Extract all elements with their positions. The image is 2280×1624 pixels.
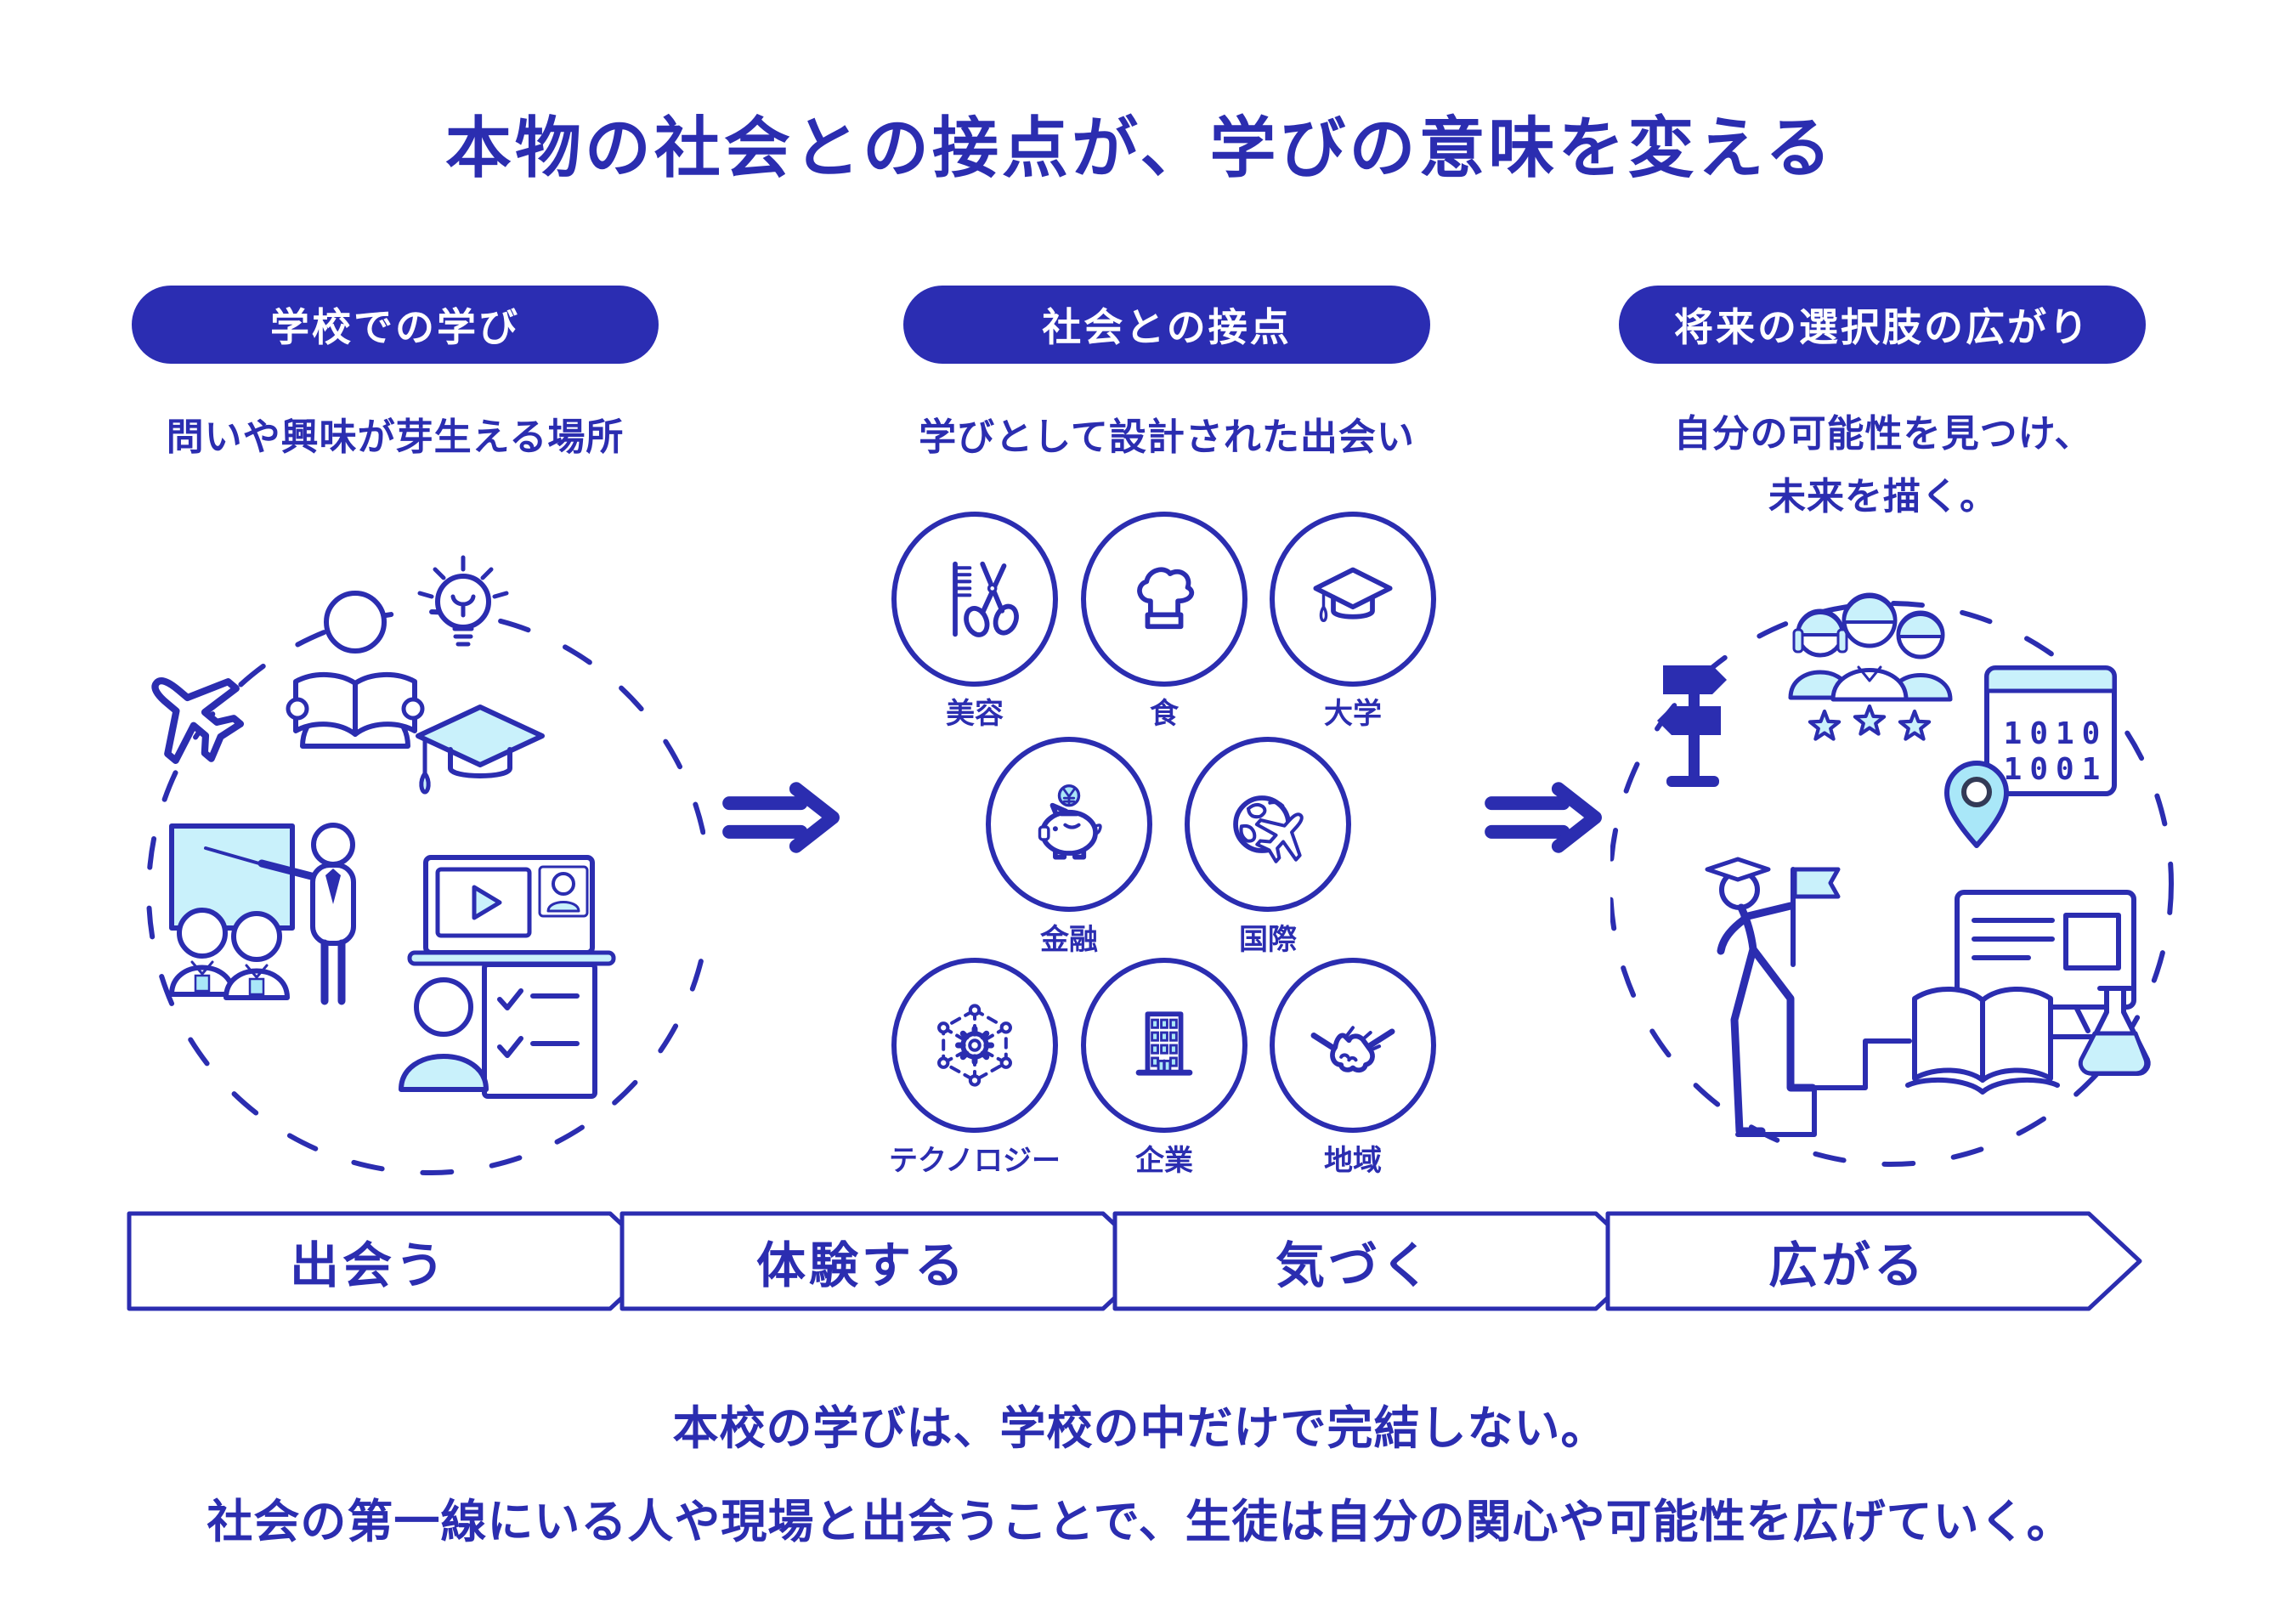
piggy-bank-icon	[986, 737, 1152, 912]
step-banner-notice: 気づく	[1112, 1210, 1655, 1312]
dashed-circle	[146, 609, 705, 1175]
pill-school-learning-label: 学校での学び	[270, 305, 520, 349]
graduation-cap-icon	[416, 704, 545, 795]
footer-line1: 本校の学びは、学校の中だけで完結しない。	[672, 1403, 1608, 1454]
subtitle-future-line1: 自分の可能性を見つけ、	[1673, 413, 2093, 455]
school-learning-illustration	[146, 555, 705, 1175]
step-banner-expand: 広がる	[1604, 1210, 2148, 1312]
touchpoint-label-food: 食	[1150, 698, 1179, 730]
double-arrow-icon	[1485, 782, 1602, 853]
pill-future-options: 将来の選択肢の広がり	[1619, 286, 2146, 364]
dashed-circle	[1610, 601, 2174, 1167]
step-banner-meet: 出会う	[126, 1210, 670, 1312]
lightbulb-icon	[417, 555, 509, 647]
touchpoint-label-region: 地域	[1324, 1145, 1382, 1177]
step-label: 体験する	[755, 1238, 967, 1293]
step-label: 気づく	[1275, 1238, 1434, 1293]
binary-line1: 1010	[2004, 716, 2108, 751]
footer-line2: 社会の第一線にいる人や現場と出会うことで、生徒は自分の関心や可能性を広げていく。	[207, 1497, 2073, 1548]
step-banner-experience: 体験する	[619, 1210, 1163, 1312]
reading-person-icon	[286, 591, 425, 749]
office-building-icon	[1081, 958, 1247, 1133]
flask-icon	[2078, 986, 2151, 1076]
touchpoint-label-technology: テクノロジー	[889, 1145, 1061, 1177]
comb-scissors-icon	[891, 512, 1058, 687]
touchpoint-label-beauty: 美容	[946, 698, 1004, 730]
people-group-icon	[1788, 592, 1953, 741]
airplane-icon	[151, 677, 245, 764]
subtitle-society: 学びとして設計された出会い	[919, 416, 1415, 458]
students-icon	[169, 908, 290, 1000]
step-label: 出会う	[289, 1238, 448, 1293]
pill-society-touchpoint-label: 社会との接点	[1042, 305, 1292, 349]
pill-future-options-label: 将来の選択肢の広がり	[1674, 305, 2090, 349]
binary-line2: 1001	[2004, 752, 2108, 787]
handshake-icon	[1270, 958, 1436, 1133]
globe-airplane-icon	[1185, 737, 1351, 912]
double-arrow-icon	[722, 782, 840, 853]
signpost-icon	[1657, 665, 1727, 787]
pill-society-touchpoint: 社会との接点	[903, 286, 1430, 364]
online-learning-icon	[407, 855, 616, 966]
future-options-illustration: 1010 1001	[1610, 592, 2174, 1167]
graduation-cap-icon	[1270, 512, 1436, 687]
touchpoint-label-finance: 金融	[1040, 924, 1098, 956]
pill-school-learning: 学校での学び	[132, 286, 659, 364]
touchpoint-label-university: 大学	[1324, 698, 1382, 730]
chef-hat-icon	[1081, 512, 1247, 687]
touchpoint-label-company: 企業	[1135, 1145, 1193, 1177]
location-pin-icon	[1944, 761, 2009, 848]
subtitle-school: 問いや興味が芽生える場所	[166, 416, 625, 458]
checklist-person-icon	[399, 962, 597, 1099]
touchpoint-label-international: 国際	[1239, 924, 1297, 956]
network-gear-icon	[891, 958, 1058, 1133]
star-icon	[1808, 704, 1932, 741]
step-label: 広がる	[1768, 1238, 1926, 1293]
page-title: 本物の社会との接点が、学びの意味を変える	[444, 110, 1836, 185]
binary-screen-icon: 1010 1001	[1984, 665, 2117, 796]
stairs-climbing-person-icon	[1705, 857, 1912, 1137]
monitor-icon	[1955, 890, 2136, 1039]
open-book-icon	[1905, 987, 2060, 1095]
subtitle-future-line2: 未来を描く。	[1768, 476, 1998, 518]
